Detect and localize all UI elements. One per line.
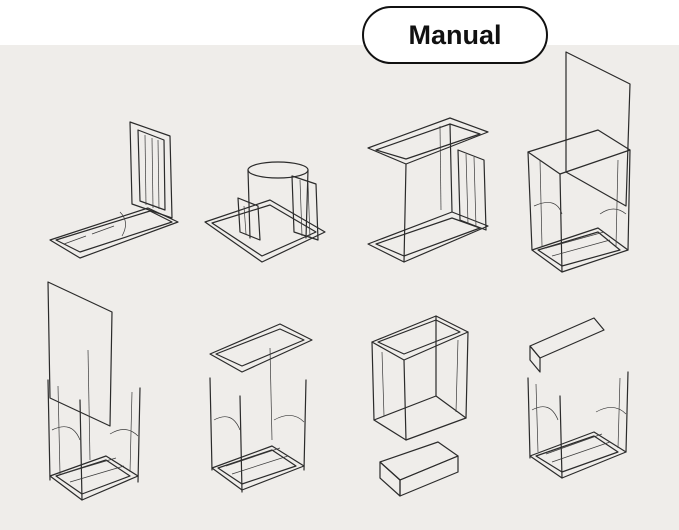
step-4-cart-sides-raised-icon [527,51,631,273]
step-6-cart-lid-place-icon [209,323,313,493]
step-7-cart-frame-drawer-icon [371,315,469,497]
step-3-frame-unfold-icon [367,117,489,263]
manual-badge: Manual [362,6,548,64]
step-8-cart-complete-icon [527,317,629,479]
step-1-folding-frame-open-icon [49,121,179,259]
step-5-cart-panel-insert-icon [47,281,141,501]
step-2-frame-rotate-icon [204,161,326,263]
manual-label: Manual [408,19,502,50]
